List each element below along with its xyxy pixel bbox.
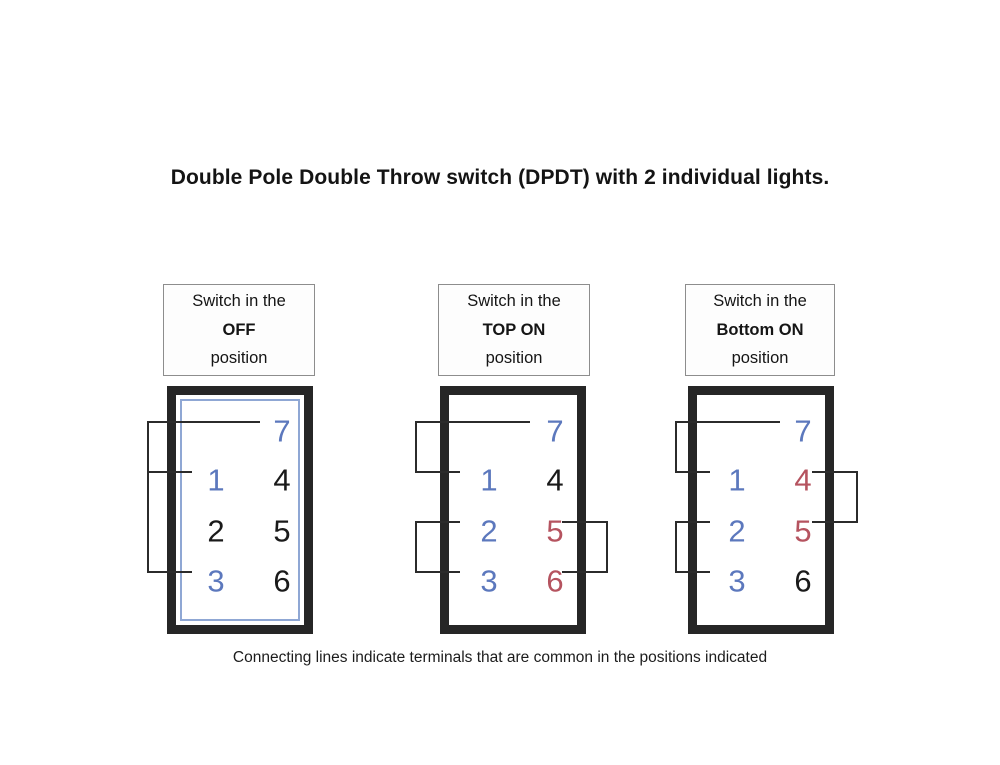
terminal-1: 1 bbox=[728, 462, 746, 498]
terminal-2: 2 bbox=[207, 513, 225, 549]
card-state-label: TOP ON bbox=[482, 320, 546, 339]
switch-column-bottom-on: Switch in the Bottom ON position 7 1 2 3… bbox=[640, 0, 940, 765]
terminal-3: 3 bbox=[728, 563, 746, 599]
terminal-1: 1 bbox=[207, 462, 225, 498]
switch-body-top-on: 7 1 2 3 4 5 6 bbox=[440, 386, 586, 634]
terminal-7: 7 bbox=[273, 413, 291, 449]
terminal-5: 5 bbox=[546, 513, 564, 549]
terminal-7: 7 bbox=[794, 413, 812, 449]
card-line-1: Switch in the bbox=[467, 292, 561, 311]
terminal-6: 6 bbox=[546, 563, 564, 599]
card-state-label: OFF bbox=[222, 320, 256, 339]
card-line-3: position bbox=[210, 349, 268, 368]
terminal-6: 6 bbox=[273, 563, 291, 599]
terminal-5: 5 bbox=[273, 513, 291, 549]
card-line-1: Switch in the bbox=[192, 292, 286, 311]
switch-state-card-top-on: Switch in the TOP ON position bbox=[438, 284, 590, 376]
terminal-1: 1 bbox=[480, 462, 498, 498]
switch-state-card-bottom-on: Switch in the Bottom ON position bbox=[685, 284, 835, 376]
terminal-4: 4 bbox=[273, 462, 291, 498]
terminal-5: 5 bbox=[794, 513, 812, 549]
diagram-caption: Connecting lines indicate terminals that… bbox=[232, 649, 768, 666]
terminal-6: 6 bbox=[794, 563, 812, 599]
terminal-3: 3 bbox=[480, 563, 498, 599]
switch-state-card-off: Switch in the OFF position bbox=[163, 284, 315, 376]
card-state-label: Bottom ON bbox=[716, 320, 804, 339]
terminal-2: 2 bbox=[480, 513, 498, 549]
terminal-3: 3 bbox=[207, 563, 225, 599]
switch-body-bottom-on: 7 1 2 3 4 5 6 bbox=[688, 386, 834, 634]
terminal-7: 7 bbox=[546, 413, 564, 449]
switch-column-off: Switch in the OFF position 7 1 2 3 4 5 6 bbox=[120, 0, 420, 765]
terminal-4: 4 bbox=[546, 462, 564, 498]
page-title: Double Pole Double Throw switch (DPDT) w… bbox=[170, 166, 830, 189]
terminal-4: 4 bbox=[794, 462, 812, 498]
terminal-2: 2 bbox=[728, 513, 746, 549]
card-line-1: Switch in the bbox=[713, 292, 807, 311]
card-line-3: position bbox=[731, 349, 789, 368]
switch-body-off: 7 1 2 3 4 5 6 bbox=[167, 386, 313, 634]
switch-column-top-on: Switch in the TOP ON position 7 1 2 3 4 … bbox=[390, 0, 690, 765]
switch-inner-border bbox=[180, 399, 300, 621]
card-line-3: position bbox=[485, 349, 543, 368]
